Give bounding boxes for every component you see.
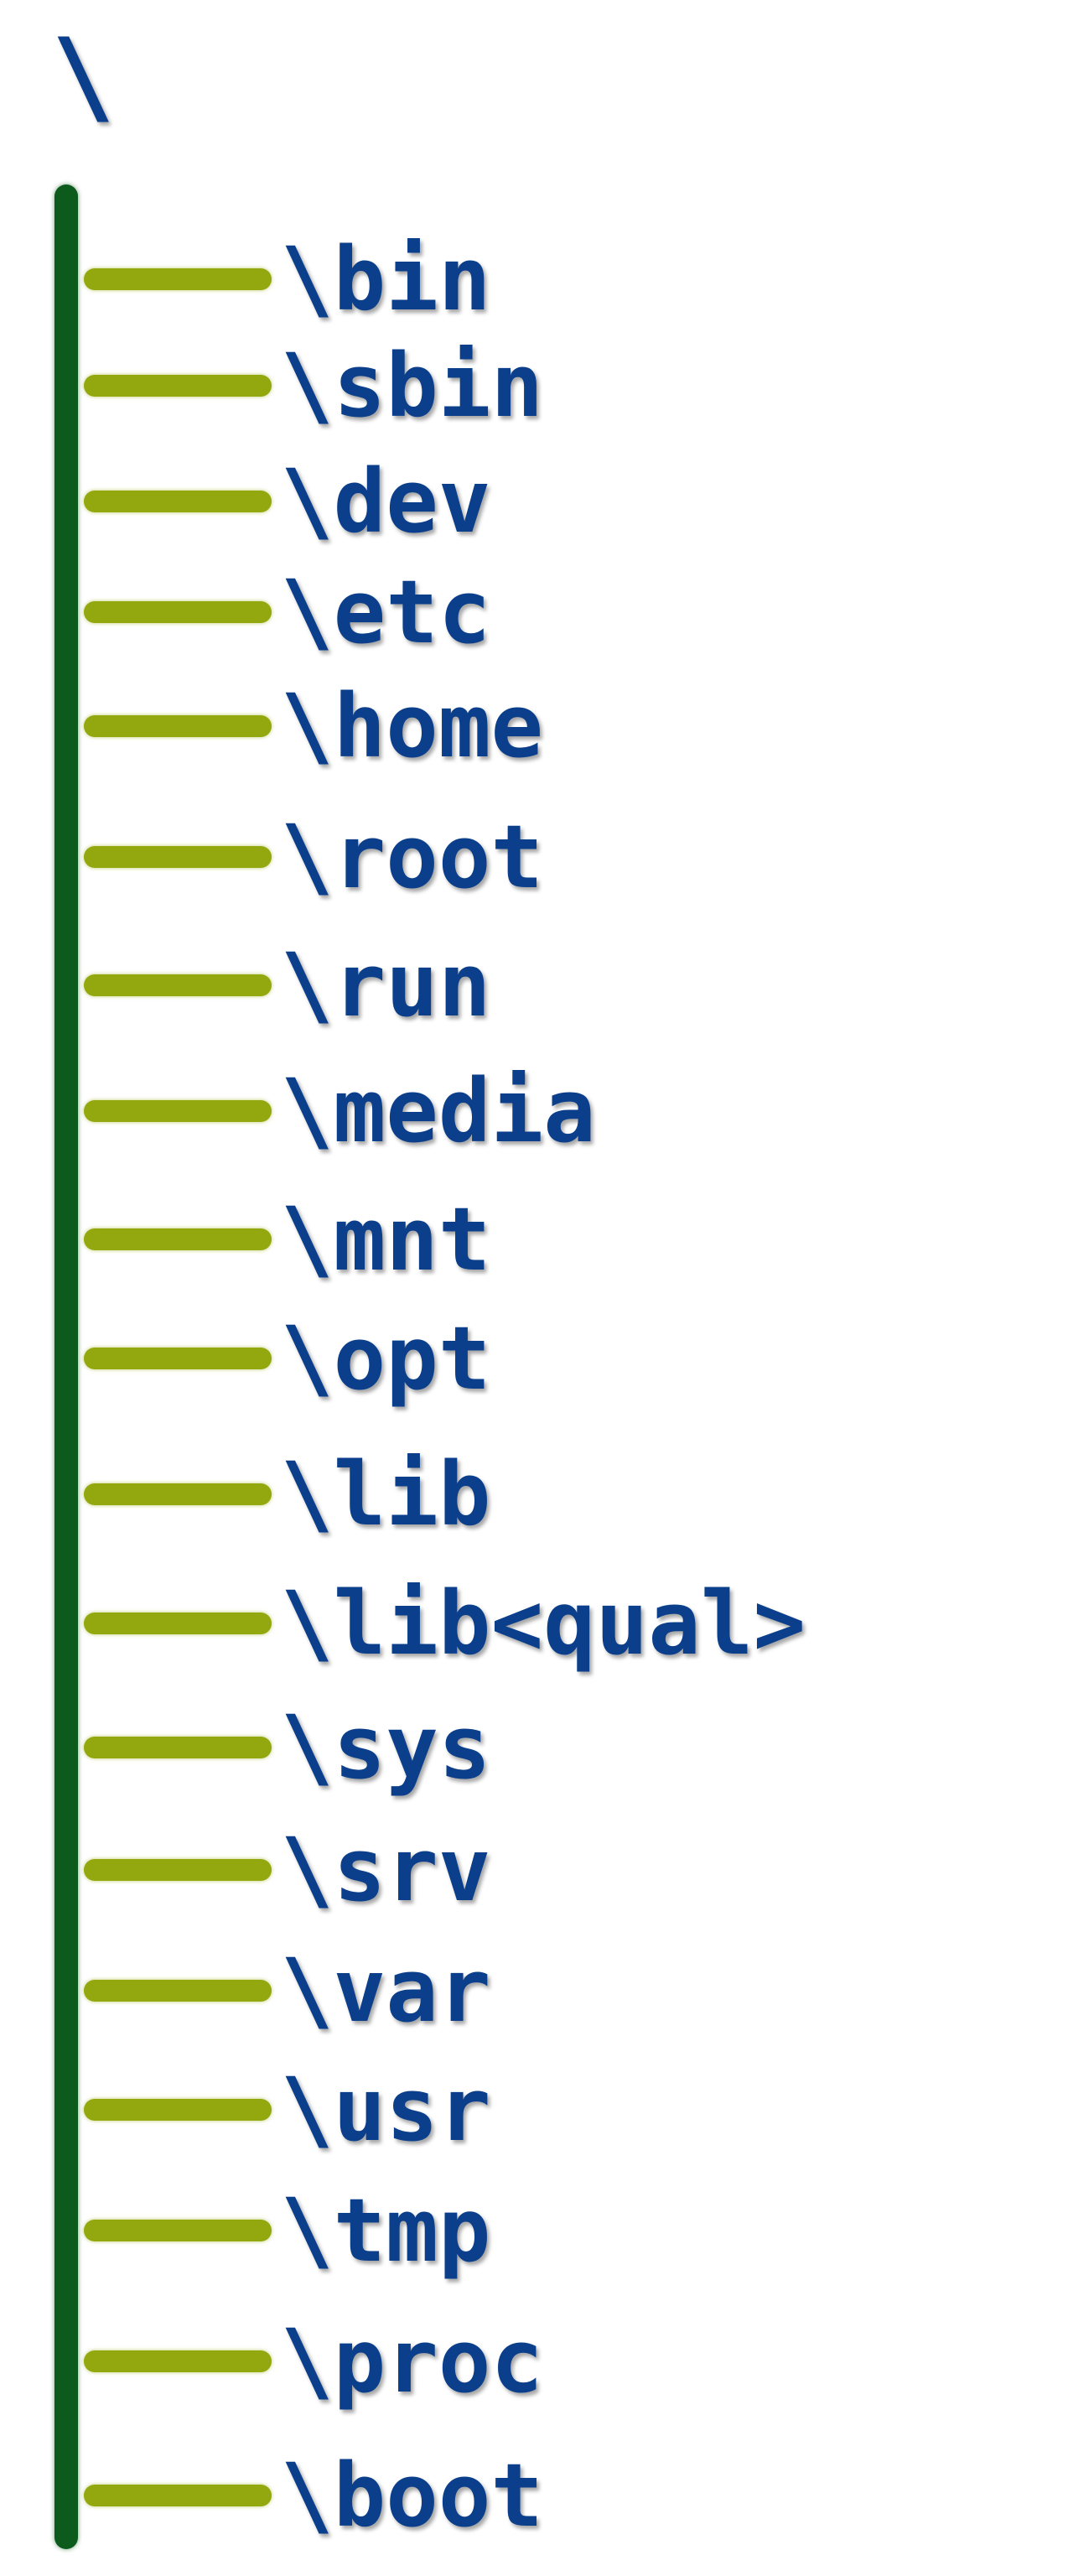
branch-connector-line bbox=[84, 715, 272, 737]
tree-trunk-line bbox=[54, 184, 78, 2549]
branch-connector-line bbox=[84, 2220, 272, 2241]
directory-label: \proc bbox=[281, 2310, 544, 2412]
directory-label: \tmp bbox=[281, 2179, 491, 2282]
directory-label: \lib bbox=[281, 1443, 491, 1545]
directory-label: \root bbox=[281, 806, 544, 908]
directory-label: \bin bbox=[281, 228, 491, 330]
directory-label: \run bbox=[281, 934, 491, 1036]
directory-label: \sys bbox=[281, 1696, 491, 1799]
branch-connector-line bbox=[84, 1737, 272, 1758]
directory-label: \dev bbox=[281, 450, 491, 553]
directory-label: \sbin bbox=[281, 335, 544, 437]
directory-label: \mnt bbox=[281, 1188, 491, 1291]
branch-connector-line bbox=[84, 1100, 272, 1122]
branch-connector-line bbox=[84, 1859, 272, 1881]
branch-connector-line bbox=[84, 2485, 272, 2506]
branch-connector-line bbox=[84, 974, 272, 996]
branch-connector-line bbox=[84, 268, 272, 290]
branch-connector-line bbox=[84, 2099, 272, 2121]
directory-label: \var bbox=[281, 1940, 491, 2042]
branch-connector-line bbox=[84, 375, 272, 397]
branch-connector-line bbox=[84, 2350, 272, 2372]
directory-label: \home bbox=[281, 675, 544, 777]
branch-connector-line bbox=[84, 1980, 272, 2002]
branch-connector-line bbox=[84, 491, 272, 512]
directory-label: \usr bbox=[281, 2059, 491, 2161]
branch-connector-line bbox=[84, 1483, 272, 1505]
directory-label: \srv bbox=[281, 1819, 491, 1921]
branch-connector-line bbox=[84, 1228, 272, 1250]
branch-connector-line bbox=[84, 1348, 272, 1369]
directory-label: \etc bbox=[281, 561, 491, 663]
directory-label: \opt bbox=[281, 1307, 491, 1410]
directory-label: \media bbox=[281, 1060, 596, 1162]
root-directory-label: \ bbox=[52, 17, 115, 138]
directory-label: \boot bbox=[281, 2444, 544, 2547]
branch-connector-line bbox=[84, 846, 272, 868]
directory-label: \lib<qual> bbox=[281, 1572, 806, 1675]
branch-connector-line bbox=[84, 1613, 272, 1634]
branch-connector-line bbox=[84, 601, 272, 623]
